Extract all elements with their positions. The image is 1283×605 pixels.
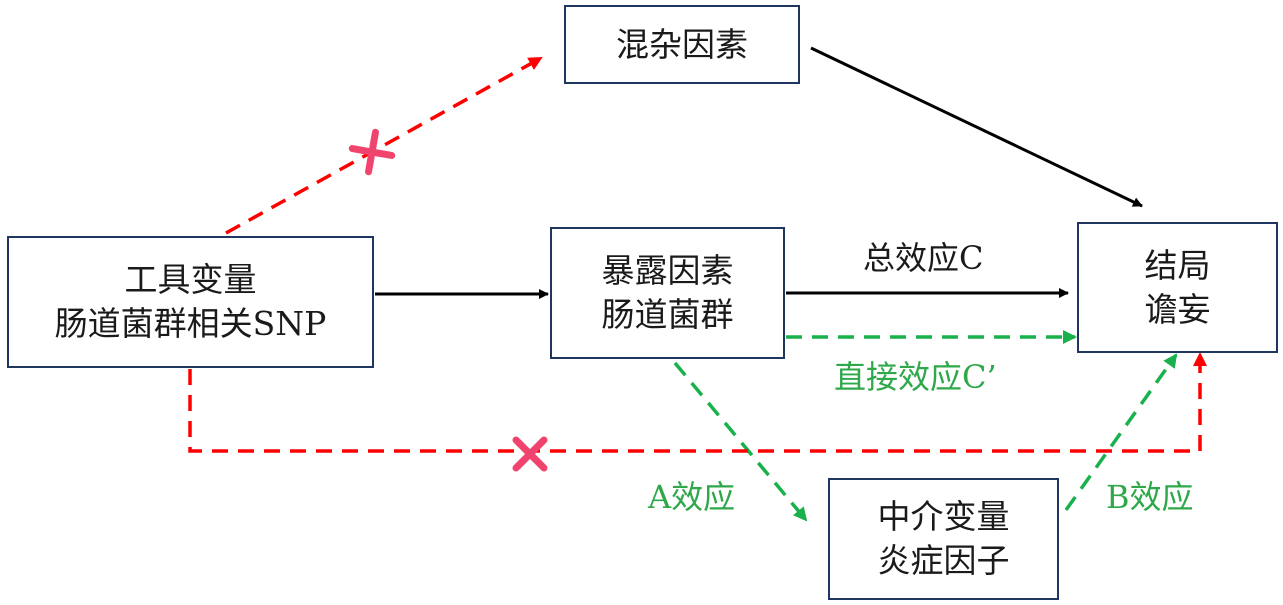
- blocked-cross-icon: [348, 128, 396, 176]
- node-mediator-title: 中介变量: [877, 497, 1010, 536]
- node-confounder-label: 混杂因素: [616, 24, 748, 64]
- label-b-effect: B效应: [1106, 478, 1194, 516]
- node-outcome: 结局 谵妄: [1077, 222, 1278, 353]
- node-exposure-subtitle: 肠道菌群: [601, 295, 734, 334]
- edge-exposure-mediator: [673, 361, 808, 522]
- edge-instrument-outcome: [188, 352, 1207, 453]
- node-instrument-title: 工具变量: [124, 260, 257, 299]
- node-instrument: 工具变量 肠道菌群相关SNP: [7, 236, 374, 368]
- label-direct-effect: 直接效应C’: [834, 358, 997, 396]
- node-exposure-title: 暴露因素: [601, 251, 734, 290]
- node-mediator: 中介变量 炎症因子: [828, 478, 1059, 600]
- node-outcome-title: 结局: [1144, 245, 1211, 285]
- node-confounder: 混杂因素: [564, 5, 800, 84]
- edge-instrument-confounder: [225, 56, 543, 235]
- label-total-effect: 总效应C: [863, 239, 984, 277]
- node-instrument-subtitle: 肠道菌群相关SNP: [54, 304, 327, 343]
- edge-mediator-outcome: [1064, 353, 1178, 512]
- node-mediator-subtitle: 炎症因子: [877, 541, 1010, 580]
- node-outcome-subtitle: 谵妄: [1144, 289, 1211, 329]
- node-exposure: 暴露因素 肠道菌群: [550, 227, 785, 359]
- blocked-cross-icon: [512, 436, 548, 472]
- label-a-effect: A效应: [648, 478, 736, 516]
- edge-confounder-outcome: [810, 46, 1143, 208]
